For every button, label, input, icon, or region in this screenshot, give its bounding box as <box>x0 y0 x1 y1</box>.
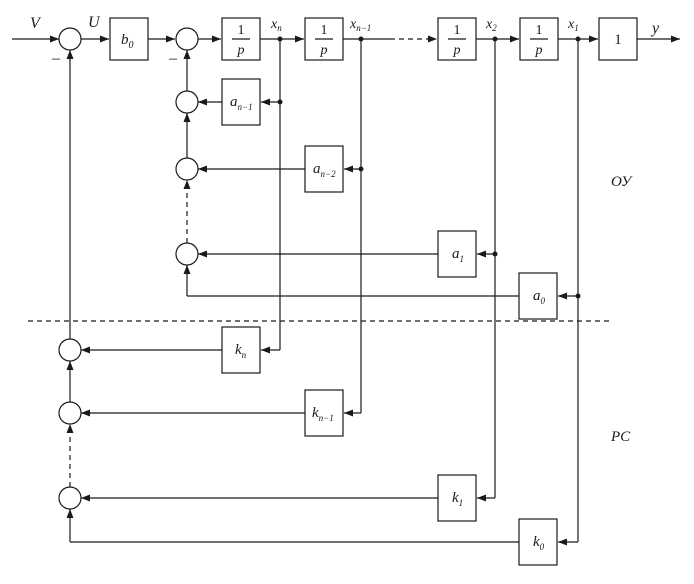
k-0-block <box>518 518 558 566</box>
plant-region-label: ОУ <box>611 174 633 190</box>
output-gain-label: 1 <box>614 32 622 48</box>
sum-plant <box>175 27 199 51</box>
a-1-label: a1 <box>452 246 464 264</box>
minus-sign-plant: – <box>168 50 178 67</box>
a-n2-block <box>304 145 344 193</box>
svg-text:1: 1 <box>238 23 245 38</box>
integrator-1-label: 1 p <box>530 23 548 58</box>
state-xn-label: xn <box>270 17 282 33</box>
a-n2-label: an−2 <box>313 161 336 179</box>
b0-block <box>109 17 149 61</box>
sum-a-n2 <box>175 157 199 181</box>
b0-label: b0 <box>121 32 134 51</box>
sum-a-1 <box>175 242 199 266</box>
svg-text:1: 1 <box>536 23 543 38</box>
state-xn1-label: xn−1 <box>349 17 371 33</box>
sum-k-1 <box>58 486 82 510</box>
sum-k-n <box>58 338 82 362</box>
minus-sign-main: – <box>51 50 61 67</box>
svg-text:1: 1 <box>321 23 328 38</box>
control-label: U <box>88 14 101 31</box>
a-1-block <box>437 230 477 278</box>
svg-text:p: p <box>535 43 543 58</box>
integrator-n1-label: 1 p <box>315 23 333 58</box>
integrator-2-label: 1 p <box>448 23 466 58</box>
a-0-block <box>518 272 558 320</box>
svg-text:p: p <box>237 43 245 58</box>
controller-region-label: РС <box>610 429 631 445</box>
state-x2-label: x2 <box>485 17 497 33</box>
k-n1-block <box>304 389 344 437</box>
svg-text:p: p <box>320 43 328 58</box>
a-n1-label: an−1 <box>230 94 253 112</box>
k-1-label: k1 <box>452 490 463 508</box>
sum-main <box>58 27 82 51</box>
sum-k-n1 <box>58 401 82 425</box>
integrator-n-label: 1 p <box>232 23 250 58</box>
sum-a-n1 <box>175 90 199 114</box>
input-label: V <box>30 15 42 32</box>
a-0-label: a0 <box>533 288 546 306</box>
k-0-label: k0 <box>533 534 545 552</box>
k-n1-label: kn−1 <box>312 405 334 423</box>
svg-text:p: p <box>453 43 461 58</box>
output-label: y <box>650 20 660 37</box>
k-n-label: kn <box>235 342 247 360</box>
state-x1-label: x1 <box>567 17 579 33</box>
k-1-block <box>437 474 477 522</box>
output-gain-block <box>598 17 638 61</box>
svg-text:1: 1 <box>454 23 461 38</box>
